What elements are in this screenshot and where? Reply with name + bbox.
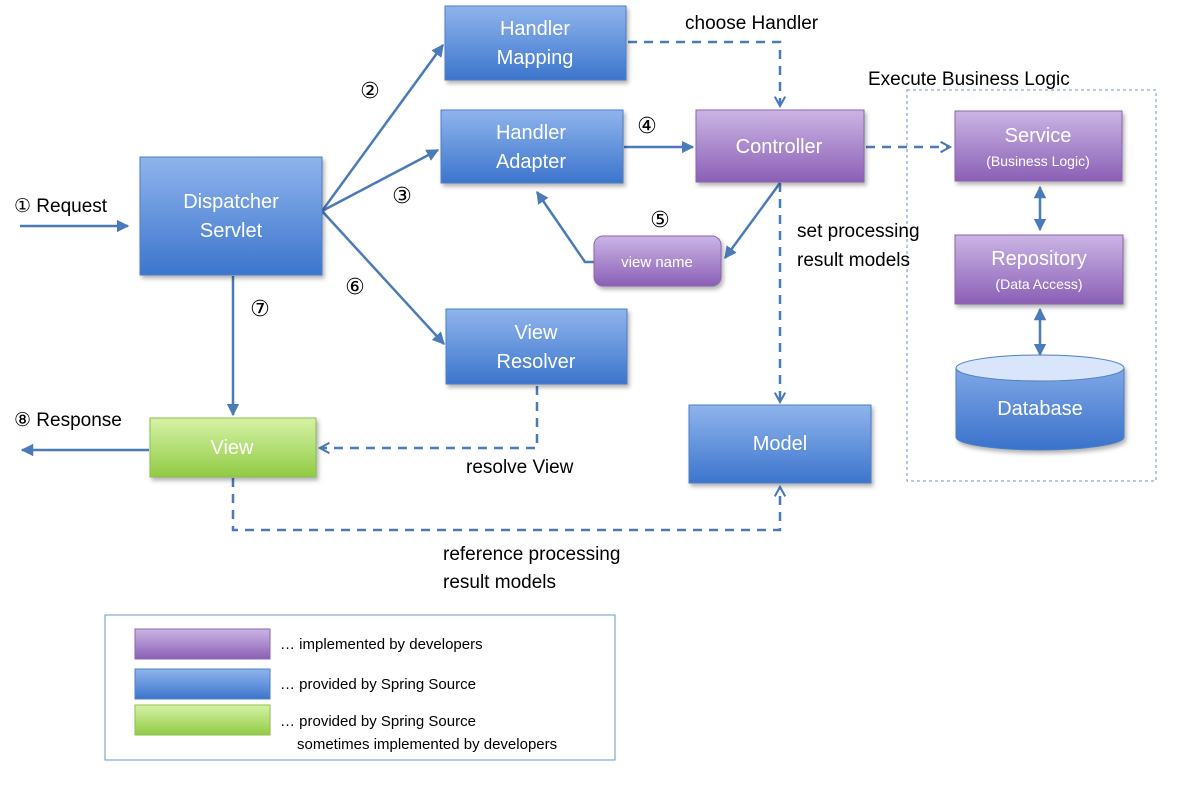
service-line1: Service (1005, 125, 1072, 147)
mapping-to-controller-arrow (628, 40, 780, 106)
view-node: View (149, 417, 317, 478)
dashed-connectors (231, 40, 950, 532)
business-logic-container (906, 89, 1157, 482)
response-label: ⑧ Response (14, 410, 122, 431)
step2-label: ② (360, 78, 380, 103)
service-line2: (Business Logic) (986, 153, 1090, 169)
view-resolver-node: View Resolver (445, 308, 628, 385)
reference-label-1: reference processing (443, 544, 620, 565)
step7-label: ⑦ (250, 296, 270, 321)
resolve-view-label: resolve View (466, 457, 574, 478)
view-to-model-arrow (231, 478, 780, 532)
handler-mapping-node: Handler Mapping (444, 5, 627, 81)
legend-text-blue: … provided by Spring Source (280, 676, 476, 693)
legend-swatch-purple (134, 628, 271, 660)
choose-handler-label: choose Handler (685, 13, 819, 34)
database-node: Database (955, 354, 1125, 451)
dispatcher-servlet-node: Dispatcher Servlet (139, 156, 323, 276)
set-processing-label-2: result models (797, 250, 910, 271)
repository-line1: Repository (991, 248, 1087, 270)
dispatcher-line2: Servlet (200, 220, 263, 242)
reference-label-2: result models (443, 572, 556, 593)
handler-adapter-node: Handler Adapter (440, 109, 624, 184)
repository-node: Repository (Data Access) (954, 234, 1124, 305)
controller-node: Controller (695, 109, 865, 183)
service-node: Service (Business Logic) (954, 110, 1123, 182)
view-resolver-line2: Resolver (497, 351, 576, 373)
repository-line2: (Data Access) (995, 276, 1082, 292)
legend-swatch-green (134, 704, 271, 736)
model-label: Model (753, 433, 807, 455)
controller-to-viewname-arrow (723, 182, 782, 260)
handler-mapping-line2: Mapping (497, 47, 574, 69)
step6-label: ⑥ (345, 274, 365, 299)
legend-swatch-blue (134, 668, 271, 700)
view-name-node: view name (593, 235, 722, 287)
handler-adapter-line2: Adapter (496, 151, 566, 173)
step5-label: ⑤ (650, 207, 670, 232)
model-node: Model (688, 404, 872, 484)
dispatcher-to-handler-adapter-arrow (321, 148, 440, 213)
view-resolver-line1: View (515, 322, 559, 344)
view-label: View (211, 437, 255, 459)
set-processing-label-1: set processing (797, 221, 920, 242)
handler-adapter-line1: Handler (496, 122, 566, 144)
dispatcher-to-view-resolver-arrow (321, 210, 445, 345)
viewname-to-adapter-arrow (535, 190, 595, 264)
execute-business-logic-label: Execute Business Logic (868, 69, 1070, 90)
request-label: ① Request (14, 196, 108, 217)
connectors (20, 43, 1047, 457)
legend: … implemented by developers … provided b… (104, 614, 616, 761)
step4-label: ④ (637, 113, 657, 138)
database-label: Database (997, 398, 1083, 420)
legend-text-green-2: sometimes implemented by developers (297, 736, 557, 753)
labels: ① Request ⑧ Response ② ③ ④ ⑤ ⑥ ⑦ choose … (14, 13, 1070, 593)
legend-text-purple: … implemented by developers (280, 636, 483, 653)
dispatcher-to-handler-mapping-arrow (320, 43, 445, 212)
legend-text-green-1: … provided by Spring Source (280, 713, 476, 730)
dispatcher-line1: Dispatcher (183, 191, 279, 213)
handler-mapping-line1: Handler (500, 18, 570, 40)
controller-label: Controller (736, 136, 823, 158)
resolver-to-view-arrow (320, 386, 539, 448)
step3-label: ③ (392, 183, 412, 208)
view-name-label: view name (621, 254, 693, 271)
